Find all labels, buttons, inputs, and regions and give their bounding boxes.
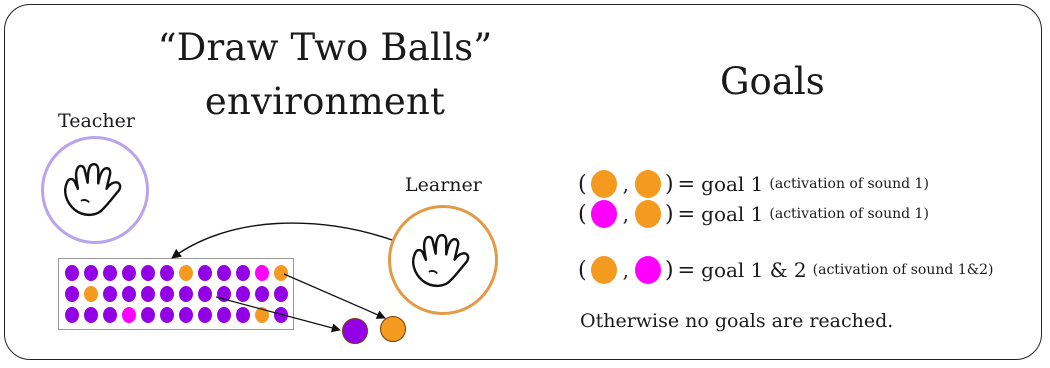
- grid-ball: [179, 307, 193, 323]
- grid-ball: [122, 265, 136, 281]
- goal-ball: [590, 170, 617, 198]
- goal-row: (,)=goal 1 & 2 (activation of sound 1&2): [578, 256, 994, 284]
- grid-ball: [236, 307, 250, 323]
- grid-ball: [255, 265, 269, 281]
- environment-title-line2: environment: [204, 80, 446, 123]
- drawn-ball: [342, 318, 368, 344]
- comma: ,: [622, 172, 629, 196]
- equals-sign: =: [677, 172, 696, 196]
- grid-ball: [217, 307, 231, 323]
- close-paren: ): [664, 171, 674, 197]
- otherwise-text: Otherwise no goals are reached.: [580, 310, 894, 332]
- hand-icon: [64, 162, 122, 217]
- grid-ball: [122, 307, 136, 323]
- grid-ball: [65, 307, 79, 323]
- goal-label: goal 1: [701, 202, 764, 226]
- grid-ball: [274, 265, 288, 281]
- grid-ball: [160, 286, 174, 302]
- learner-label: Learner: [405, 174, 482, 196]
- goal-note: (activation of sound 1): [769, 206, 929, 222]
- goal-label: goal 1: [701, 172, 764, 196]
- open-paren: (: [578, 201, 587, 227]
- goal-label: goal 1 & 2: [701, 258, 807, 282]
- grid-ball: [179, 286, 193, 302]
- grid-ball: [255, 286, 269, 302]
- learner-circle: [388, 205, 498, 315]
- goal-ball: [590, 200, 617, 228]
- grid-ball: [103, 307, 117, 323]
- grid-ball: [84, 307, 98, 323]
- equals-sign: =: [677, 202, 696, 226]
- grid-ball: [274, 286, 288, 302]
- grid-ball: [141, 265, 155, 281]
- grid-ball: [103, 286, 117, 302]
- grid-ball: [103, 265, 117, 281]
- grid-ball: [84, 265, 98, 281]
- grid-ball: [236, 265, 250, 281]
- goal-row: (,)=goal 1 (activation of sound 1): [578, 170, 929, 198]
- environment-title-line1: “Draw Two Balls”: [157, 26, 493, 69]
- goal-note: (activation of sound 1): [769, 176, 929, 192]
- grid-ball: [65, 265, 79, 281]
- grid-ball: [179, 265, 193, 281]
- pick-arrow-purple: [215, 296, 341, 333]
- grid-ball: [160, 265, 174, 281]
- grid-ball: [160, 307, 174, 323]
- goal-ball: [634, 170, 661, 198]
- learner-to-grid-arrow: [171, 222, 393, 259]
- goal-ball: [634, 256, 661, 284]
- close-paren: ): [664, 201, 674, 227]
- grid-ball: [198, 307, 212, 323]
- grid-ball: [65, 286, 79, 302]
- drawn-ball: [380, 316, 406, 342]
- hand-icon: [412, 233, 470, 288]
- goal-note: (activation of sound 1&2): [812, 262, 994, 278]
- teacher-label: Teacher: [58, 110, 135, 132]
- ball-grid: [58, 258, 294, 330]
- figure-frame: [4, 4, 1042, 360]
- grid-ball: [236, 286, 250, 302]
- open-paren: (: [578, 257, 587, 283]
- grid-ball: [122, 286, 136, 302]
- grid-ball: [198, 265, 212, 281]
- close-paren: ): [664, 257, 674, 283]
- equals-sign: =: [677, 258, 696, 282]
- open-paren: (: [578, 171, 587, 197]
- teacher-circle: [41, 136, 149, 244]
- goal-row: (,)=goal 1 (activation of sound 1): [578, 200, 929, 228]
- goal-ball: [634, 200, 661, 228]
- grid-ball: [255, 307, 269, 323]
- goal-ball: [590, 256, 617, 284]
- goals-title: Goals: [720, 60, 825, 103]
- grid-ball: [141, 307, 155, 323]
- comma: ,: [622, 258, 629, 282]
- grid-ball: [198, 286, 212, 302]
- grid-ball: [217, 265, 231, 281]
- pick-arrow-orange: [283, 273, 386, 319]
- grid-ball: [141, 286, 155, 302]
- comma: ,: [622, 202, 629, 226]
- grid-ball: [84, 286, 98, 302]
- grid-ball: [274, 307, 288, 323]
